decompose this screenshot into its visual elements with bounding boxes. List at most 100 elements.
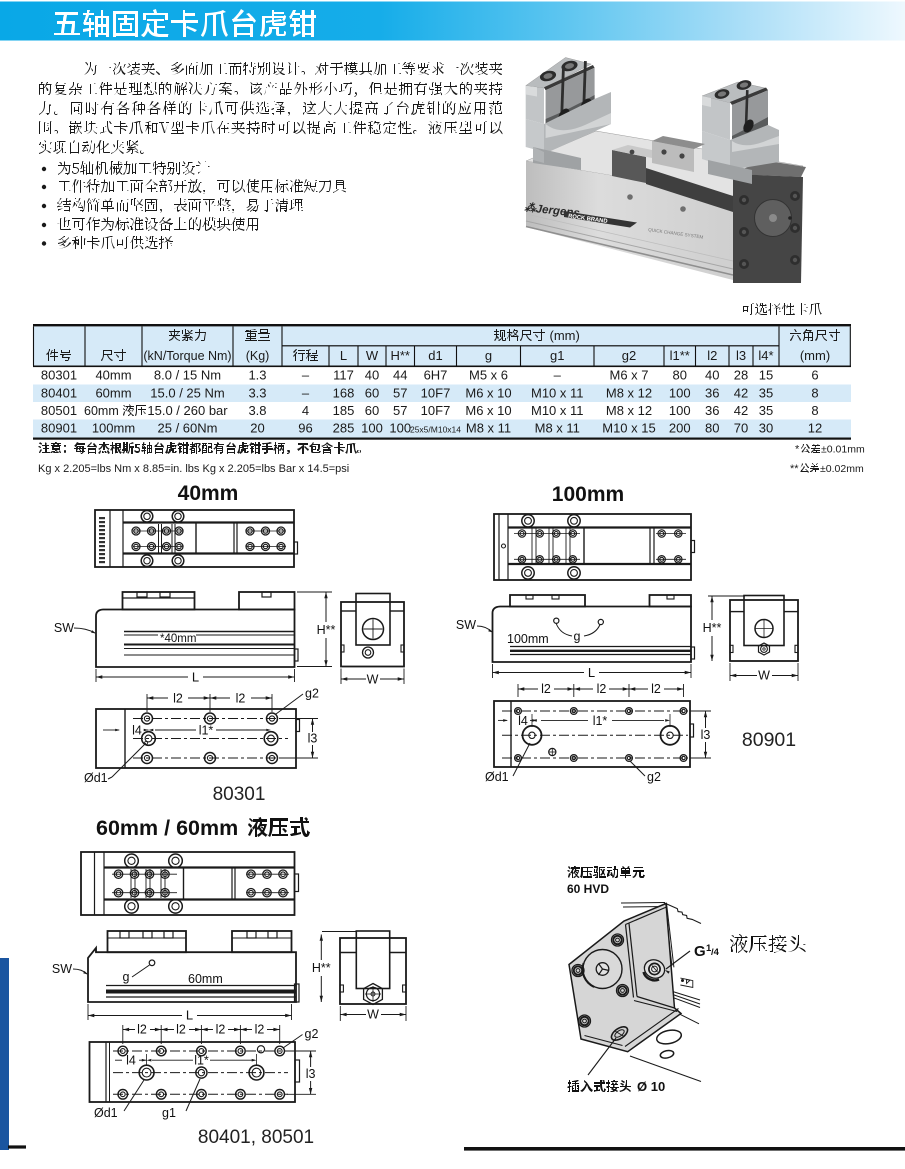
svg-text:80401: 80401	[41, 386, 77, 401]
svg-text:44: 44	[393, 368, 407, 383]
svg-text:36: 36	[705, 386, 719, 401]
svg-text:H**: H**	[703, 621, 722, 635]
svg-text:8.0 / 15 Nm: 8.0 / 15 Nm	[154, 368, 221, 383]
svg-text:l2: l2	[236, 692, 246, 706]
svg-text:SW: SW	[54, 621, 74, 635]
svg-text:l2: l2	[541, 682, 551, 696]
svg-text:W: W	[367, 1008, 379, 1022]
svg-text:M10 x 11: M10 x 11	[531, 403, 584, 418]
svg-text:H**: H**	[390, 348, 410, 363]
svg-text:60mm / 60mm: 60mm / 60mm	[96, 816, 238, 840]
svg-text:80301: 80301	[41, 368, 77, 383]
svg-text:100: 100	[361, 421, 383, 436]
svg-text:3.3: 3.3	[248, 386, 266, 401]
svg-text:ROCK BRAND: ROCK BRAND	[568, 214, 608, 225]
svg-text:(Kg): (Kg)	[246, 349, 270, 363]
svg-text:l4: l4	[126, 1054, 136, 1068]
svg-text:3.8: 3.8	[248, 403, 266, 418]
svg-text:G: G	[694, 943, 706, 960]
svg-text:60: 60	[365, 386, 379, 401]
svg-text:l3: l3	[308, 732, 318, 746]
svg-text:l2: l2	[597, 682, 607, 696]
svg-text:Ød1: Ød1	[485, 770, 509, 784]
svg-text:Ø 10: Ø 10	[637, 1079, 665, 1094]
svg-text:40: 40	[365, 368, 379, 383]
svg-text:l3: l3	[701, 728, 711, 742]
svg-text:(mm): (mm)	[800, 348, 830, 363]
svg-text:±0.01mm: ±0.01mm	[821, 444, 865, 456]
svg-text:W: W	[367, 673, 379, 687]
svg-text:–: –	[302, 368, 310, 383]
svg-text:(mm): (mm)	[550, 328, 580, 343]
svg-text:60mm: 60mm	[95, 386, 131, 401]
svg-text:8: 8	[811, 403, 818, 418]
svg-text:1: 1	[706, 943, 712, 954]
svg-text:Kg x 2.205=lbs Nm x 8.85=in: Kg x 2.205=lbs Nm x 8.85=in. lbs Kg x 2.…	[38, 463, 349, 475]
svg-text:100: 100	[669, 403, 691, 418]
svg-text:W: W	[758, 669, 770, 683]
svg-text:L: L	[340, 348, 347, 363]
svg-text:M6 x 7: M6 x 7	[609, 368, 648, 383]
svg-text:10F7: 10F7	[421, 403, 451, 418]
svg-text:l2: l2	[173, 692, 183, 706]
svg-text:SW: SW	[456, 618, 476, 632]
svg-text:l2: l2	[651, 682, 661, 696]
svg-text:l3: l3	[306, 1067, 316, 1081]
svg-text:L: L	[588, 665, 595, 680]
svg-text:l2: l2	[216, 1023, 226, 1037]
svg-text:100: 100	[389, 421, 411, 436]
svg-text:M8 x 11: M8 x 11	[535, 421, 580, 436]
svg-text:60mm: 60mm	[188, 972, 223, 986]
svg-text:28: 28	[734, 368, 748, 383]
svg-text:185: 185	[333, 403, 355, 418]
svg-text:4: 4	[302, 403, 309, 418]
svg-text:80301: 80301	[213, 784, 266, 805]
svg-text:40mm: 40mm	[95, 368, 131, 383]
svg-text:80501: 80501	[41, 403, 77, 418]
svg-text:15.0 / 260 bar: 15.0 / 260 bar	[147, 403, 228, 418]
svg-text:M5 x 6: M5 x 6	[469, 368, 508, 383]
svg-text:6H7: 6H7	[424, 368, 448, 383]
svg-text:96: 96	[298, 421, 312, 436]
svg-text:1.3: 1.3	[248, 368, 266, 383]
svg-text:12: 12	[808, 421, 822, 436]
svg-text:l3: l3	[736, 348, 746, 363]
svg-text:57: 57	[393, 386, 407, 401]
svg-text:6: 6	[811, 368, 818, 383]
svg-text:d1: d1	[428, 348, 442, 363]
svg-text:35: 35	[759, 403, 773, 418]
svg-text:g: g	[123, 970, 130, 984]
svg-text:H**: H**	[312, 961, 331, 975]
svg-text:g2: g2	[305, 687, 319, 701]
svg-text:l4*: l4*	[758, 348, 773, 363]
svg-text:100mm: 100mm	[92, 421, 135, 436]
svg-text:20: 20	[250, 421, 264, 436]
svg-text:30: 30	[759, 421, 773, 436]
svg-text:40mm: 40mm	[178, 482, 239, 505]
svg-text:40: 40	[705, 368, 719, 383]
svg-text:25x5/M10x14: 25x5/M10x14	[410, 425, 461, 435]
svg-text:l1*: l1*	[593, 714, 608, 728]
svg-text:M8 x 12: M8 x 12	[606, 386, 652, 401]
svg-text:L: L	[186, 1008, 193, 1023]
svg-text:M10 x 11: M10 x 11	[531, 386, 584, 401]
svg-text:25 / 60Nm: 25 / 60Nm	[158, 421, 218, 436]
svg-text:/4: /4	[711, 947, 720, 958]
svg-text:M8 x 12: M8 x 12	[606, 403, 652, 418]
svg-text:M6 x 10: M6 x 10	[465, 403, 511, 418]
svg-text:57: 57	[393, 403, 407, 418]
svg-text:117: 117	[333, 368, 354, 383]
svg-text:60mm: 60mm	[84, 404, 119, 418]
svg-text:SW: SW	[52, 962, 72, 976]
svg-text:l2: l2	[707, 348, 717, 363]
svg-text:36: 36	[705, 403, 719, 418]
svg-text:g1: g1	[550, 348, 564, 363]
svg-text:g: g	[574, 630, 581, 644]
svg-text:–: –	[554, 368, 562, 383]
svg-text:*40mm: *40mm	[160, 633, 196, 645]
svg-text:l4: l4	[132, 724, 142, 738]
svg-text:80: 80	[705, 421, 719, 436]
svg-text:200: 200	[669, 421, 691, 436]
svg-text:±0.02mm: ±0.02mm	[820, 463, 864, 475]
svg-text:g1: g1	[162, 1106, 176, 1120]
